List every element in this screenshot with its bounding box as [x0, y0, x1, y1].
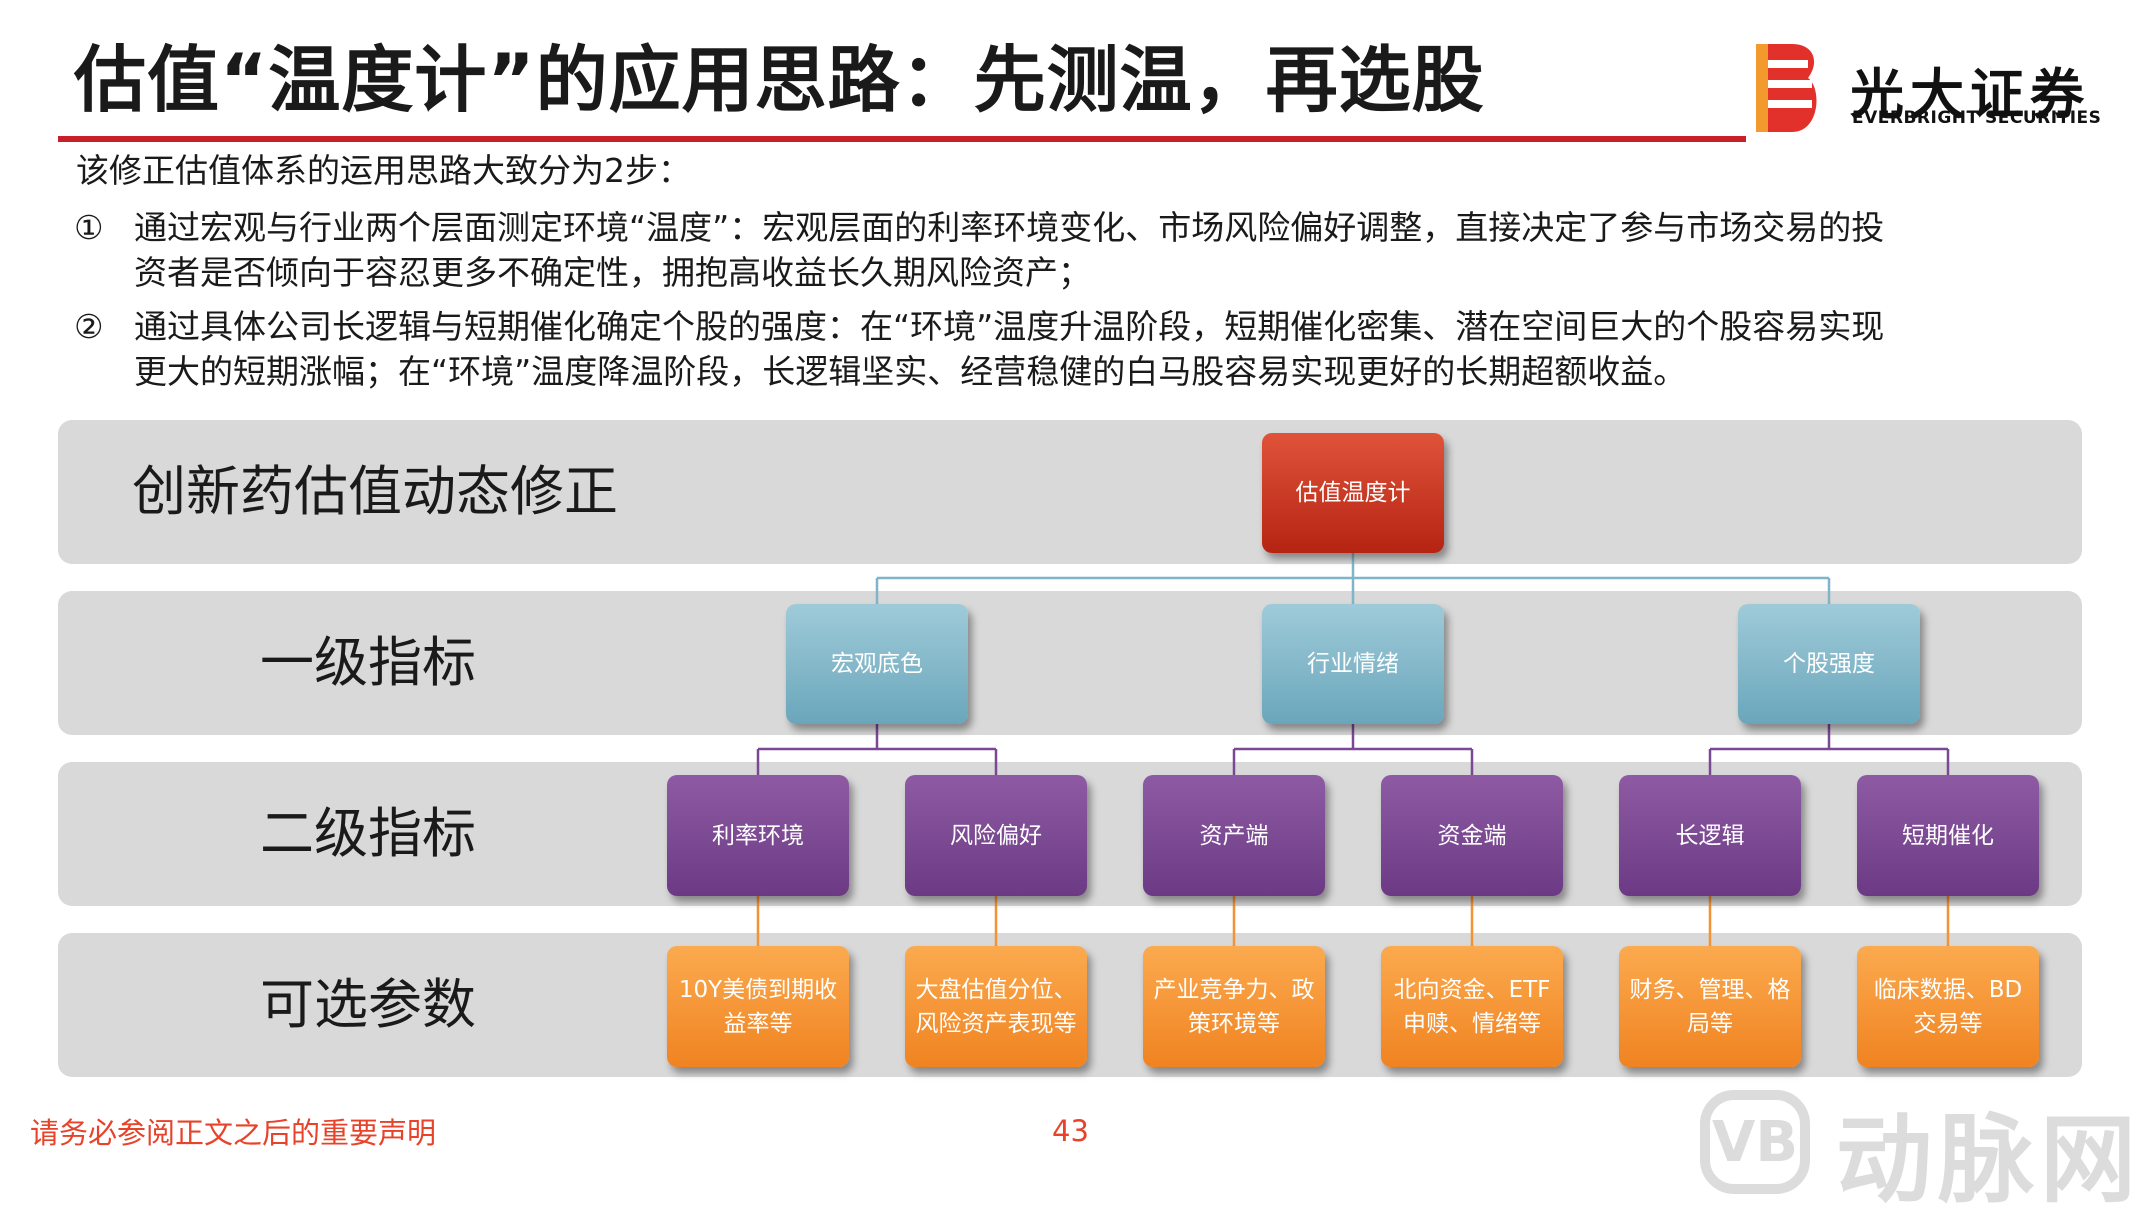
- node-risk-appetite: 风险偏好: [905, 775, 1087, 896]
- node-stock-strength: 个股强度: [1738, 604, 1920, 724]
- page-number: 43: [1052, 1114, 1089, 1148]
- watermark-text: 动脉网: [1836, 1104, 2133, 1216]
- watermark-logo-icon: VB: [1700, 1090, 1810, 1194]
- title-underline: [58, 136, 1746, 142]
- logo-name-en: EVERBRIGHT SECURITIES: [1852, 108, 2102, 128]
- param-line: 产业竞争力、政: [1153, 976, 1315, 1003]
- param-line: 财务、管理、格: [1629, 976, 1791, 1003]
- band-label: 创新药估值动态修正: [132, 460, 618, 523]
- param-line: 益率等: [723, 1010, 793, 1037]
- node-macro-background: 宏观底色: [786, 604, 968, 724]
- param-line: 临床数据、BD: [1873, 976, 2023, 1003]
- logo-name-cn: 光大证券: [1850, 63, 2090, 126]
- everbright-logo-icon: [1756, 44, 1817, 132]
- band-label: 二级指标: [260, 802, 476, 865]
- node-valuation-thermometer: 估值温度计: [1262, 433, 1444, 553]
- node-short-catalyst: 短期催化: [1857, 775, 2039, 896]
- point-2-line-2: 更大的短期涨幅；在“环境”温度降温阶段，长逻辑坚实、经营稳健的白马股容易实现更好…: [134, 352, 1687, 391]
- param-line: 局等: [1687, 1010, 1733, 1037]
- node-param: 临床数据、BD 交易等: [1857, 946, 2039, 1067]
- band-label: 可选参数: [260, 973, 476, 1036]
- param-line: 交易等: [1913, 1010, 1983, 1037]
- point-1-line-2: 资者是否倾向于容忍更多不确定性，拥抱高收益长久期风险资产；: [134, 253, 1091, 292]
- param-line: 申赎、情绪等: [1403, 1010, 1541, 1037]
- point-1-line-1: 通过宏观与行业两个层面测定环境“温度”：宏观层面的利率环境变化、市场风险偏好调整…: [134, 208, 1885, 247]
- node-industry-sentiment: 行业情绪: [1262, 604, 1444, 724]
- node-param: 10Y美债到期收益率等: [667, 946, 849, 1067]
- intro-lead: 该修正估值体系的运用思路大致分为2步：: [76, 151, 691, 190]
- param-line: 10Y美债到期收: [678, 976, 838, 1003]
- band-valuation-revision: 创新药估值动态修正: [58, 420, 2082, 564]
- node-param: 产业竞争力、政策环境等: [1143, 946, 1325, 1067]
- param-line: 北向资金、ETF: [1393, 976, 1551, 1003]
- point-marker: ②: [74, 307, 104, 346]
- param-line: 大盘估值分位、: [915, 976, 1077, 1003]
- node-param: 北向资金、ETF 申赎、情绪等: [1381, 946, 1563, 1067]
- param-line: 策环境等: [1188, 1010, 1280, 1037]
- node-capital-side: 资金端: [1381, 775, 1563, 896]
- param-line: 风险资产表现等: [915, 1010, 1077, 1037]
- disclaimer: 请务必参阅正文之后的重要声明: [30, 1116, 437, 1150]
- band-label: 一级指标: [260, 631, 476, 694]
- node-long-logic: 长逻辑: [1619, 775, 1801, 896]
- node-asset-side: 资产端: [1143, 775, 1325, 896]
- point-2-line-1: 通过具体公司长逻辑与短期催化确定个股的强度：在“环境”温度升温阶段，短期催化密集…: [134, 307, 1885, 346]
- node-param: 大盘估值分位、风险资产表现等: [905, 946, 1087, 1067]
- point-marker: ①: [74, 208, 104, 247]
- node-param: 财务、管理、格局等: [1619, 946, 1801, 1067]
- page-title: 估值“温度计”的应用思路：先测温，再选股: [74, 38, 1485, 122]
- node-interest-rate-env: 利率环境: [667, 775, 849, 896]
